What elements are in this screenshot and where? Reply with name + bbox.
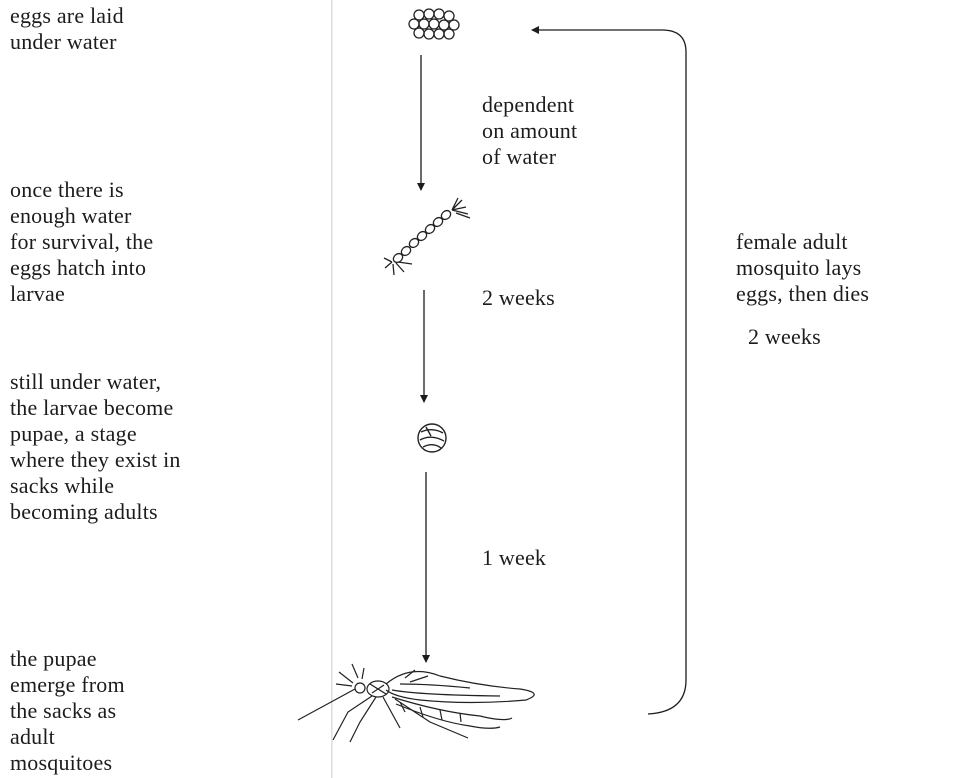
larva-icon (384, 198, 470, 275)
return-cycle-arrow (532, 30, 686, 714)
pupa-icon (418, 424, 446, 452)
egg-cluster-icon (409, 9, 459, 39)
adult-mosquito-icon (298, 664, 534, 742)
